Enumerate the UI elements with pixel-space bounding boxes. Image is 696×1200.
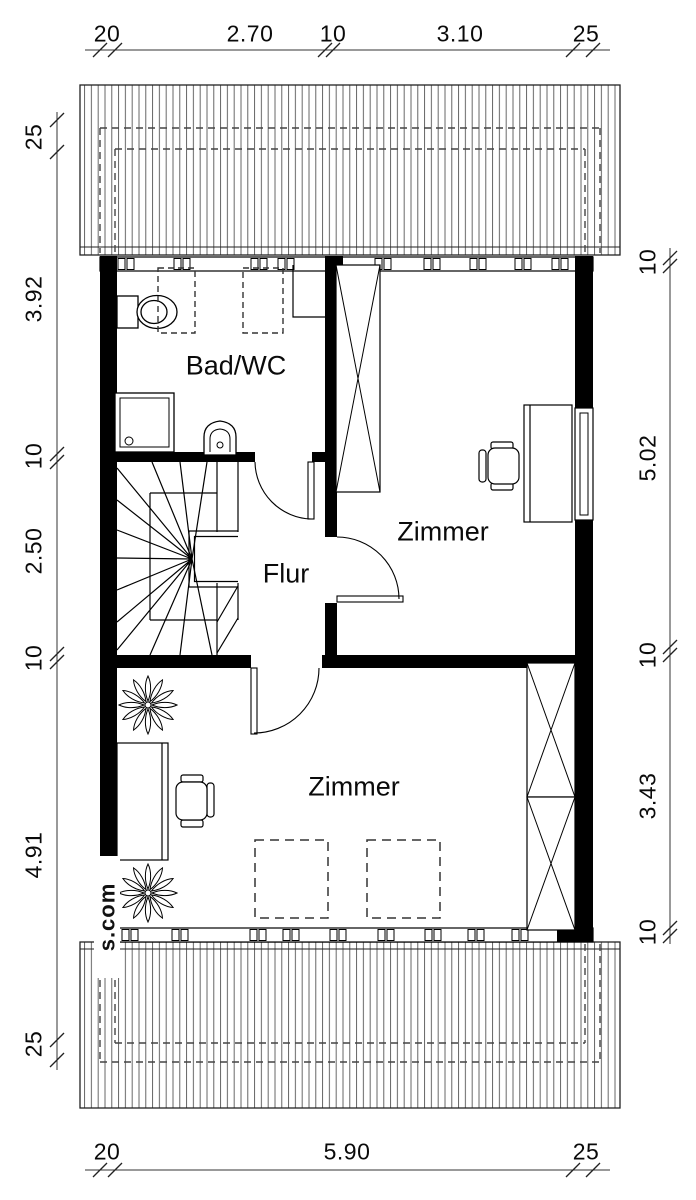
room-label-zimmer-top: Zimmer: [397, 516, 489, 547]
dim-left-3: 2.50: [20, 527, 47, 575]
walls: [100, 258, 593, 942]
staircase-icon: [116, 461, 239, 656]
dim-bottom-2: 25: [572, 1138, 600, 1165]
office-chair-icon-top: [478, 441, 520, 491]
desk-icon-bottom: [116, 742, 169, 861]
door-swing-icon-bad: [254, 461, 315, 520]
watermark: s.com: [94, 856, 120, 978]
dim-left-0: 25: [20, 123, 47, 151]
dim-left-2: 10: [20, 442, 47, 470]
dim-top-0: 20: [93, 20, 121, 47]
plant-icon-2: [119, 864, 177, 922]
dim-left-4: 10: [20, 644, 47, 672]
room-label-bad-wc: Bad/WC: [185, 350, 287, 381]
dim-left-5: 4.91: [20, 831, 47, 879]
office-chair-icon-bottom: [175, 774, 215, 828]
dim-top-3: 3.10: [436, 20, 484, 47]
toilet-icon: [116, 294, 178, 330]
dim-right-3: 3.43: [634, 772, 661, 820]
wardrobe-x-icon-bottom: [526, 662, 576, 931]
duct-icon: [292, 265, 325, 318]
shower-icon: [114, 392, 175, 453]
skylight-dashed-icon: [157, 267, 284, 334]
dim-left-1: 3.92: [20, 275, 47, 323]
dim-top-4: 25: [572, 20, 600, 47]
dim-right-0: 10: [634, 248, 661, 276]
dim-right-1: 5.02: [634, 434, 661, 482]
window-icon-right: [574, 407, 594, 521]
door-swing-icon-zimmer-top: [336, 536, 404, 603]
dim-bottom-0: 20: [93, 1138, 121, 1165]
roof-overhang-bottom: [79, 941, 621, 1109]
dim-left-6: 25: [20, 1030, 47, 1058]
wardrobe-x-icon-top: [335, 264, 381, 493]
room-label-zimmer-bottom: Zimmer: [308, 771, 400, 802]
dim-right-2: 10: [634, 641, 661, 669]
window-band-bottom: [99, 927, 594, 943]
dimension-lines: [49, 42, 678, 1178]
plant-icon-1: [119, 676, 177, 734]
washbasin-icon: [203, 420, 237, 456]
dim-right-4: 10: [634, 918, 661, 946]
roof-overhang-top: [79, 84, 621, 256]
dim-bottom-1: 5.90: [323, 1138, 371, 1165]
floor-opening-dashed: [254, 839, 441, 919]
watermark-text: s.com: [94, 882, 119, 952]
desk-icon-top: [523, 404, 573, 523]
dim-top-2: 10: [319, 20, 347, 47]
dim-top-1: 2.70: [226, 20, 274, 47]
door-swing-icon-zimmer-bottom: [250, 667, 320, 735]
room-label-flur: Flur: [262, 558, 310, 589]
